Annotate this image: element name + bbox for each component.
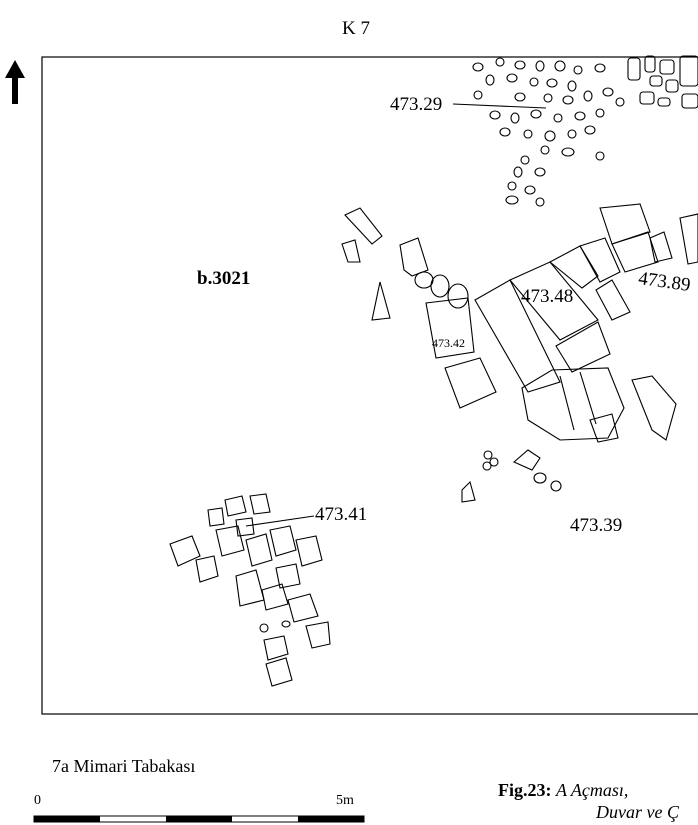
leader-473-29 (452, 103, 547, 109)
elevation-label-6: 473.39 (570, 515, 623, 536)
lower-left-stones (169, 493, 331, 687)
figure-caption-line2: Duvar ve Ç (596, 802, 679, 822)
elevation-label-2: 473.48 (521, 286, 574, 307)
figure-caption-line1: A Açması, (556, 780, 629, 800)
scale-bar (33, 815, 365, 823)
elevation-label-1: 473.29 (390, 94, 443, 115)
grid-square-label: K 7 (342, 18, 370, 39)
room-label: b.3021 (197, 268, 251, 289)
layer-title: 7a Mimari Tabakası (52, 756, 196, 776)
cobble-field (472, 55, 698, 207)
mid-stones (341, 207, 562, 503)
scale-end-label: 5m (336, 793, 354, 808)
figure-caption: Fig.23: A Açması, (498, 780, 628, 801)
slab-complex (425, 203, 698, 443)
scale-start-label: 0 (34, 793, 41, 808)
leader-473-41 (245, 515, 315, 527)
plan-frame (41, 56, 698, 715)
figure-caption-line2-wrap: Duvar ve Ç (596, 802, 679, 823)
figure-caption-label: Fig.23: (498, 780, 552, 800)
elevation-label-4: 473.42 (432, 336, 465, 350)
north-arrow-icon (5, 60, 25, 104)
elevation-label-5: 473.41 (315, 504, 368, 525)
